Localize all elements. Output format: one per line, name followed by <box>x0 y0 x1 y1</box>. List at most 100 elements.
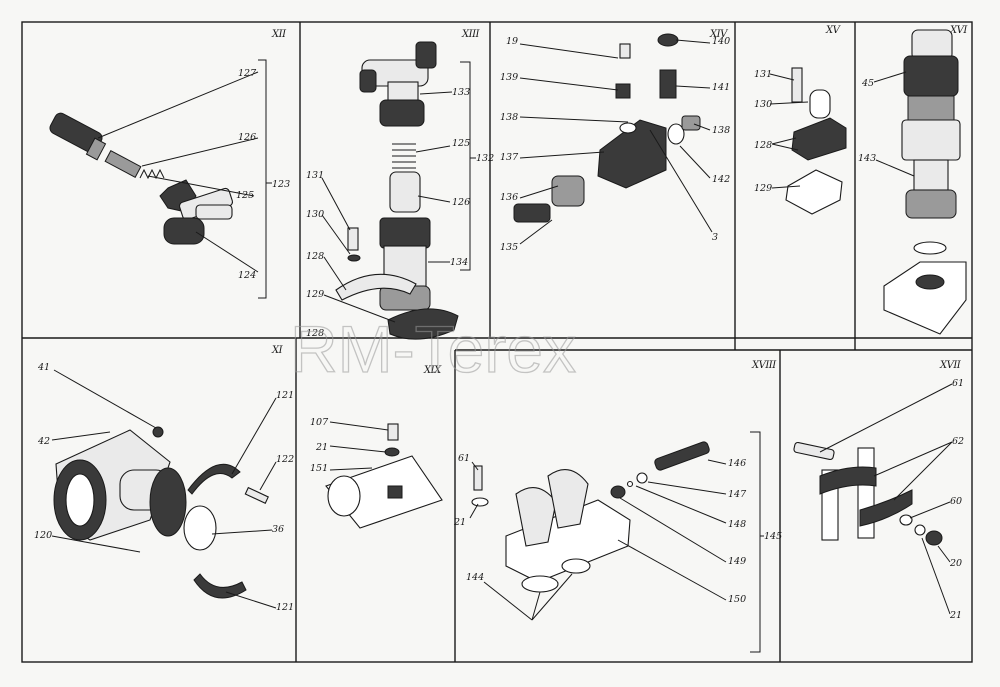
callout-131: 131 <box>306 170 324 181</box>
part-124-tee <box>163 204 233 245</box>
callout-142: 142 <box>712 174 730 185</box>
callout-145: 145 <box>764 531 782 542</box>
panel-frames <box>21 21 973 663</box>
part-120-hub <box>53 429 171 541</box>
callout-139: 139 <box>500 72 518 83</box>
part-143-pipe <box>913 159 949 191</box>
part-flange <box>149 467 187 537</box>
callout-130: 130 <box>754 99 772 110</box>
panel-xvii: XVII 61 62 60 20 21 <box>793 360 964 621</box>
part-126-plunger <box>389 171 421 213</box>
part-21-washer <box>384 447 400 457</box>
callout-21: 21 <box>453 517 466 528</box>
callout-130: 130 <box>306 209 324 220</box>
callout-128: 128 <box>306 251 324 262</box>
part-127-nozzle <box>49 112 107 161</box>
part-elbow-left <box>515 487 557 547</box>
callout-128: 128 <box>754 140 772 151</box>
part-131-bolt <box>347 227 359 251</box>
part-144-gasket-a <box>521 575 559 593</box>
panel-title: XIX <box>423 365 442 376</box>
callout-20: 20 <box>949 558 962 569</box>
part-129-flange <box>785 169 843 215</box>
part-base-block <box>883 261 967 335</box>
callout-150: 150 <box>728 594 746 605</box>
callout-36: 36 <box>272 524 284 535</box>
part-139-plug <box>615 83 631 99</box>
callout-136: 136 <box>500 192 518 203</box>
panel-title: XI <box>271 345 284 356</box>
panel-xix: XIX 107 21 151 <box>310 365 443 529</box>
callout-131: 131 <box>754 69 772 80</box>
callout-147: 147 <box>728 489 747 500</box>
part-125-union <box>159 179 234 221</box>
callout-41: 41 <box>37 362 50 373</box>
part-fitting-tee <box>359 41 437 105</box>
callout-137: 137 <box>500 152 519 163</box>
callout-3: 3 <box>712 232 718 243</box>
part-144-gasket-b <box>561 558 591 574</box>
part-elbow-right <box>547 469 589 529</box>
part-41-screw <box>152 426 164 438</box>
callout-45: 45 <box>861 78 874 89</box>
part-thread <box>907 95 955 121</box>
part-136-nut <box>551 175 585 207</box>
watermark-text: RM-Terex <box>290 312 576 386</box>
part-138-nut <box>681 115 701 131</box>
callout-123: 123 <box>272 179 290 190</box>
part-base-hole <box>915 274 945 290</box>
callout-61: 61 <box>458 453 470 464</box>
part-126-spring <box>104 150 165 180</box>
panel-xv: XV 131 130 128 129 <box>754 25 847 215</box>
callout-138: 138 <box>500 112 518 123</box>
part-141-bolt <box>659 69 677 99</box>
callout-129: 129 <box>306 289 324 300</box>
panel-title: XVI <box>949 25 968 36</box>
callout-133: 133 <box>452 87 470 98</box>
part-148-washer <box>626 480 634 488</box>
callout-125: 125 <box>452 138 470 149</box>
callout-149: 149 <box>728 556 746 567</box>
panel-xviii: XVIII 61 146 147 21 148 145 149 144 150 <box>453 360 782 653</box>
callout-143: 143 <box>858 153 876 164</box>
callout-42: 42 <box>37 436 50 447</box>
part-21-nut <box>925 530 943 546</box>
part-133-nut <box>379 99 425 127</box>
part-135-nipple <box>513 203 551 223</box>
callout-61: 61 <box>952 378 964 389</box>
part-143-nut <box>905 189 957 219</box>
callout-121b: 121 <box>276 602 294 613</box>
part-138-washer <box>619 122 637 134</box>
part-21-washer <box>471 497 489 507</box>
callout-126: 126 <box>452 197 470 208</box>
part-62-clamp-bottom <box>859 489 913 527</box>
callout-125: 125 <box>236 190 254 201</box>
part-61-bolt <box>473 465 483 491</box>
callout-120: 120 <box>34 530 52 541</box>
callout-132: 132 <box>476 153 494 164</box>
panel-title: XV <box>825 25 842 36</box>
panel-title: XVIII <box>751 360 777 371</box>
part-151-sleeve <box>327 475 361 517</box>
part-121-half-ring-bottom <box>193 573 247 599</box>
panel-xii: XII 127 126 125 123 124 <box>49 29 290 299</box>
callout-128b: 128 <box>306 328 324 339</box>
panel-title: XII <box>271 29 287 40</box>
part-62-clamp-top <box>819 466 877 495</box>
callout-122: 122 <box>276 454 294 465</box>
part-121-half-ring-top <box>187 463 241 495</box>
callout-134: 134 <box>450 257 468 268</box>
callout-148: 148 <box>728 519 746 530</box>
panel-xi: XI 41 42 120 121 122 36 121 <box>34 345 294 613</box>
callout-151: 151 <box>310 463 328 474</box>
part-45-nut <box>903 55 959 97</box>
part-128-clamp <box>791 117 847 161</box>
part-36-bushing <box>183 505 217 551</box>
part-140-nut <box>657 33 679 47</box>
callout-60: 60 <box>950 496 962 507</box>
callout-135: 135 <box>500 242 518 253</box>
part-142-ring <box>667 123 685 145</box>
part-19-bolt <box>619 43 631 59</box>
callout-21: 21 <box>949 610 962 621</box>
